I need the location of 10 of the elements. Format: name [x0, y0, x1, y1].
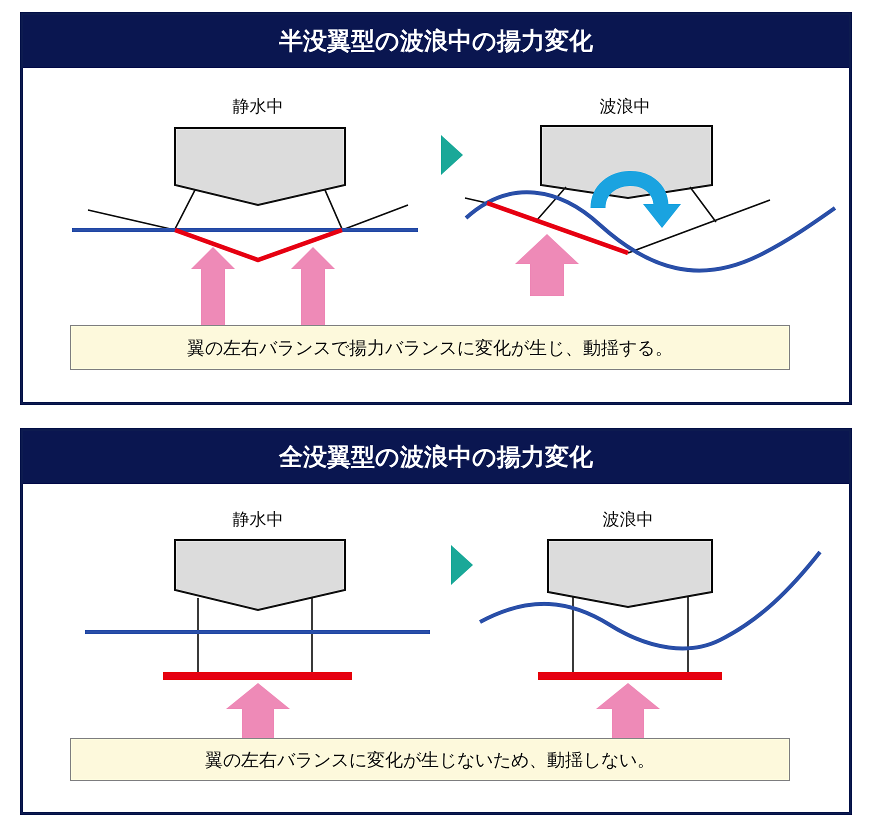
- scene-heading: 静水中: [232, 96, 284, 118]
- panel-frame: [20, 428, 852, 815]
- panel-title: 半没翼型の波浪中の揚力変化: [23, 15, 849, 68]
- scene-heading: 静水中: [232, 509, 284, 531]
- panel-title: 全没翼型の波浪中の揚力変化: [23, 431, 849, 484]
- panel-frame: [20, 12, 852, 405]
- note-box: 翼の左右バランスに変化が生じないため、動揺しない。: [70, 738, 790, 781]
- scene-heading: 波浪中: [602, 509, 654, 531]
- note-box: 翼の左右バランスで揚力バランスに変化が生じ、動揺する。: [70, 325, 790, 370]
- scene-heading: 波浪中: [600, 96, 650, 118]
